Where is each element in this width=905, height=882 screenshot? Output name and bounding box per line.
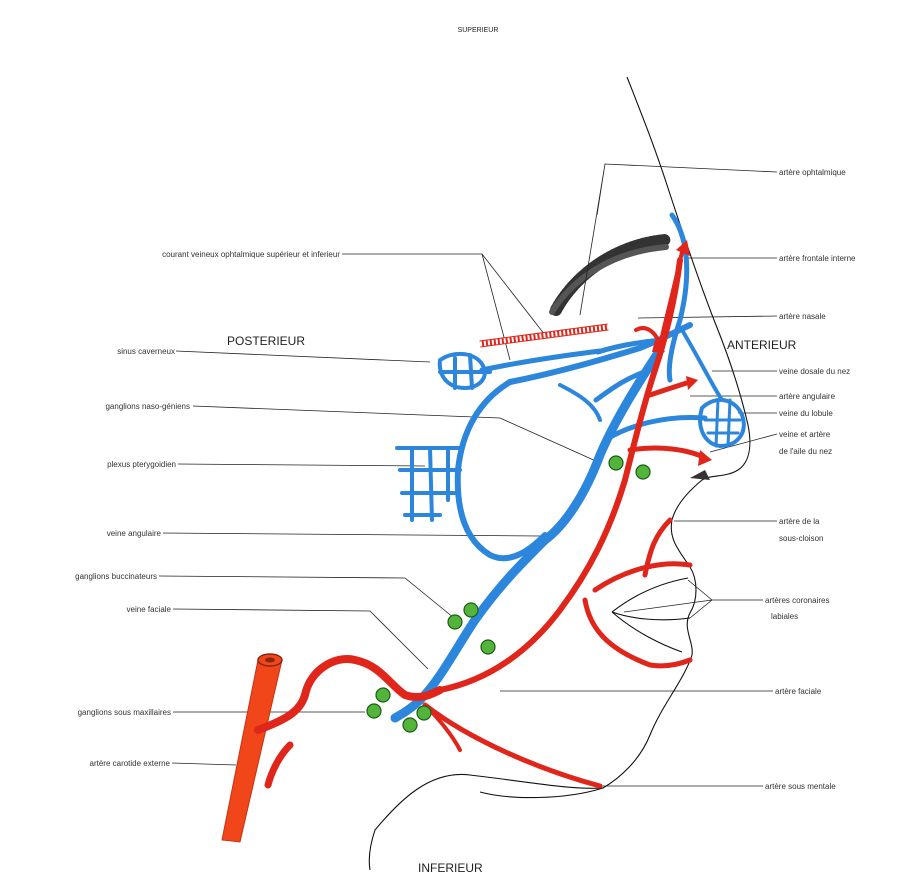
lymph-node <box>609 456 623 470</box>
label-nasal-artery: artère nasale <box>779 312 826 321</box>
ophthalmic-artery <box>480 327 608 344</box>
leader-lines-left <box>159 254 598 765</box>
label-angular-vein: veine angulaire <box>107 529 162 538</box>
lymph-node <box>636 465 650 479</box>
label-angular-artery: artère angulaire <box>779 392 836 401</box>
label-buccinator-nodes: ganglions buccinateurs <box>75 572 157 581</box>
arterial-network <box>222 240 712 842</box>
labels-left: courant veineux ophtalmique supérieur et… <box>75 250 340 768</box>
label-cavernous-sinus: sinus caverneux <box>117 347 175 356</box>
label-coronary-arteries-2: labiales <box>771 612 798 621</box>
label-right: ANTERIEUR <box>727 338 797 352</box>
eyebrow <box>552 240 666 312</box>
label-septum-artery: artère de la <box>779 517 820 526</box>
label-facial-vein: veine faciale <box>127 605 172 614</box>
label-pterygoid-plexus: plexus pterygoidien <box>107 460 176 469</box>
label-top: SUPERIEUR <box>458 27 499 34</box>
label-septum-artery-2: sous-cloison <box>779 534 823 543</box>
labels-right: artère ophtalmique artère frontale inter… <box>765 168 856 791</box>
label-ophthalmic-venous-current: courant veineux ophtalmique supérieur et… <box>162 250 340 259</box>
jaw-outline <box>369 774 603 870</box>
label-dorsal-nasal-vein: veine dosale du nez <box>779 367 850 376</box>
label-bottom: INFERIEUR <box>418 861 483 875</box>
label-left: POSTERIEUR <box>227 334 305 348</box>
lips-outline <box>612 578 690 652</box>
lymph-node <box>367 704 381 718</box>
label-ala-vein-artery: veine et artère <box>779 430 831 439</box>
label-lobule-vein: veine du lobule <box>779 409 833 418</box>
label-external-carotid: artère carotide externe <box>90 759 171 768</box>
label-submental-artery: artère sous mentale <box>765 782 836 791</box>
label-submandibular-nodes: ganglions sous maxillaires <box>78 708 171 717</box>
lymph-node <box>481 640 495 654</box>
label-frontal-artery: artère frontale interne <box>779 254 856 263</box>
lymph-node <box>376 688 390 702</box>
label-nasogenian-nodes: ganglions naso-géniens <box>105 402 190 411</box>
label-facial-artery: artère faciale <box>775 687 822 696</box>
label-ala-vein-artery-2: de l'aile du nez <box>779 447 832 456</box>
label-ophthalmic-artery: artère ophtalmique <box>779 168 846 177</box>
lymph-node <box>417 706 431 720</box>
lymph-node <box>464 603 478 617</box>
label-coronary-arteries: artères coronaires <box>765 596 829 605</box>
lymph-node <box>403 718 417 732</box>
lymph-node <box>448 615 462 629</box>
